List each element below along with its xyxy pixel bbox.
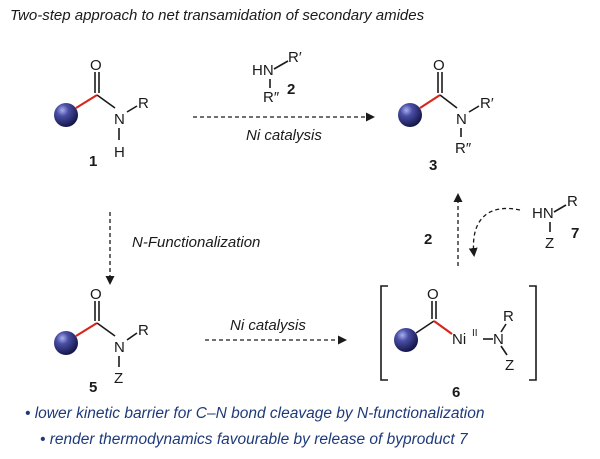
byproduct-release-arrow xyxy=(468,207,521,257)
product-sphere-icon xyxy=(398,103,422,127)
compound-number-6: 6 xyxy=(452,384,460,401)
nickel-complex-sphere-icon xyxy=(394,328,418,352)
compound-number-1: 1 xyxy=(89,153,97,170)
oxygen-label: O xyxy=(433,57,445,74)
compound-number-7: 7 xyxy=(571,225,579,242)
compound-1: O N R H 1 xyxy=(54,57,149,170)
r-prime-label: R′ xyxy=(288,49,302,66)
nitrogen-label: N xyxy=(493,331,504,348)
nickel-label: Ni xyxy=(452,331,466,348)
intermediate-6: O Ni II N R Z 6 xyxy=(380,285,537,401)
bullet-point-2: • render thermodynamics favourable by re… xyxy=(40,431,469,448)
z-label: Z xyxy=(545,235,554,252)
nitrogen-label: N xyxy=(114,111,125,128)
compound-5: O N R Z 5 xyxy=(54,286,149,396)
r-double-prime-label: R″ xyxy=(455,140,472,157)
bullet-point-1: • lower kinetic barrier for C–N bond cle… xyxy=(25,405,484,422)
nickel-oxidation-state: II xyxy=(472,328,478,339)
hn-label: HN xyxy=(252,62,274,79)
z-label: Z xyxy=(114,370,123,387)
r-label: R xyxy=(138,322,149,339)
compound-number-5: 5 xyxy=(89,379,97,396)
left-bracket xyxy=(380,285,388,381)
bottom-arrow-label: Ni catalysis xyxy=(230,317,306,334)
r-label: R xyxy=(567,193,578,210)
oxygen-label: O xyxy=(90,57,102,74)
substrate-sphere-icon xyxy=(54,103,78,127)
right-arrow-reagent-label: 2 xyxy=(424,231,432,248)
nitrogen-label: N xyxy=(114,339,125,356)
oxygen-label: O xyxy=(427,286,439,303)
z-label: Z xyxy=(505,357,514,374)
hn-label: HN xyxy=(532,205,554,222)
r-prime-label: R′ xyxy=(480,95,494,112)
activated-sphere-icon xyxy=(54,331,78,355)
oxygen-label: O xyxy=(90,286,102,303)
scheme-title: Two-step approach to net transamidation … xyxy=(10,7,425,24)
byproduct-7: HN R Z 7 xyxy=(532,193,579,252)
top-arrow-label: Ni catalysis xyxy=(246,127,322,144)
compound-number-2: 2 xyxy=(287,81,295,98)
r-label: R xyxy=(138,95,149,112)
left-arrow-label: N-Functionalization xyxy=(132,234,260,251)
r-label: R xyxy=(503,308,514,325)
right-bracket xyxy=(529,285,537,381)
hydrogen-label: H xyxy=(114,144,125,161)
amine-2: HN R′ R″ 2 xyxy=(252,49,302,106)
nitrogen-label: N xyxy=(456,111,467,128)
compound-3: O N R′ R″ 3 xyxy=(398,57,494,174)
compound-number-3: 3 xyxy=(429,157,437,174)
r-double-prime-label: R″ xyxy=(263,89,280,106)
